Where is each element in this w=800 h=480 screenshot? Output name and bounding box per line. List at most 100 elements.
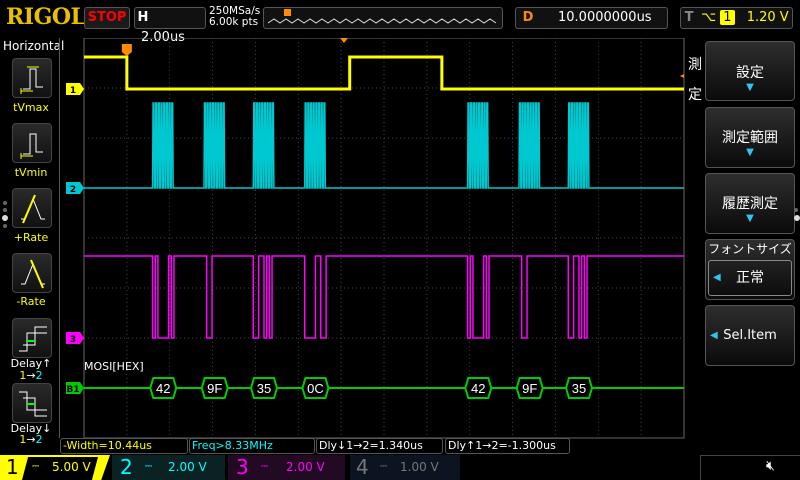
channel-4-tab[interactable]: 4 ⎓ 1.00 V bbox=[350, 455, 460, 480]
delay-fall-icon bbox=[19, 391, 47, 417]
bus-byte-value: 9F bbox=[207, 381, 222, 396]
trigger-source-badge: 1 bbox=[720, 10, 735, 25]
chevron-down-icon: ▼ bbox=[746, 213, 754, 224]
chevron-down-icon: ▼ bbox=[746, 147, 754, 158]
channel-1-scale: 5.00 V bbox=[52, 460, 91, 474]
bus-byte-frame bbox=[515, 377, 544, 399]
bus-byte-value: 42 bbox=[471, 381, 485, 396]
d-label: D bbox=[522, 10, 534, 25]
tvmax-button[interactable] bbox=[12, 58, 52, 98]
font-size-value: 正常 bbox=[736, 270, 764, 286]
falling-edge-icon: ⌥ bbox=[701, 10, 717, 25]
t-label: T bbox=[684, 10, 694, 25]
bus-byte-value: 35 bbox=[257, 381, 271, 396]
memory-waveform-icon bbox=[267, 9, 497, 24]
chevron-left-icon: ◀ bbox=[713, 272, 721, 283]
bus-byte-frame bbox=[464, 377, 493, 399]
bus-label: MOSI[HEX] bbox=[84, 360, 144, 373]
measurement-delay-fall[interactable]: Dly↓1→2=1.340us bbox=[316, 438, 443, 454]
range-button[interactable]: 測定範囲▼ bbox=[705, 107, 795, 168]
trigger-position-marker bbox=[284, 9, 291, 16]
rise-rate-button[interactable] bbox=[12, 188, 52, 228]
chevron-left-icon: ◀ bbox=[710, 330, 718, 341]
menu-page-indicator[interactable] bbox=[794, 208, 800, 221]
settings-button[interactable]: 設定▼ bbox=[705, 41, 795, 101]
rise-rate-label: +Rate bbox=[13, 231, 49, 244]
measurement-freq[interactable]: Freq>8.33MHz bbox=[189, 438, 315, 454]
memory-overview bbox=[263, 7, 503, 29]
sel-item-label: Sel.Item bbox=[723, 328, 777, 343]
channel-2-marker bbox=[66, 182, 84, 194]
delay-fall-sub: 1→2 bbox=[19, 433, 43, 446]
history-label: 履歴測定 bbox=[722, 196, 778, 212]
speaker-muted-icon[interactable]: 🔇︎ bbox=[766, 458, 775, 474]
trigger-level: 1.20 V bbox=[746, 10, 789, 25]
tvmin-label: tVmin bbox=[14, 166, 48, 179]
history-button[interactable]: 履歴測定▼ bbox=[705, 173, 795, 234]
channel-3-scale: 2.00 V bbox=[286, 460, 325, 474]
channel-4-number: 4 bbox=[356, 455, 369, 479]
bus-byte-frame bbox=[200, 377, 229, 399]
bus-byte-value: 35 bbox=[572, 381, 586, 396]
sound-area: 🔇︎ bbox=[700, 455, 800, 480]
tvmin-icon bbox=[20, 133, 43, 159]
channel-3-marker bbox=[66, 332, 84, 344]
bus-marker bbox=[66, 382, 84, 394]
page-indicator[interactable] bbox=[2, 198, 8, 231]
timebase-box[interactable]: H 2.00us bbox=[134, 7, 206, 45]
run-stop-status[interactable]: STOP bbox=[84, 7, 130, 29]
dc-coupling-icon: ⎓ bbox=[145, 462, 153, 472]
channel-2-number: 2 bbox=[120, 455, 133, 479]
fall-rate-label: -Rate bbox=[16, 295, 46, 308]
delay-rise-label: Delay↑ bbox=[10, 357, 52, 370]
channel-2-tab[interactable]: 2 ⎓ 2.00 V bbox=[112, 455, 225, 480]
bus-byte-frame bbox=[149, 377, 178, 399]
delay-center-marker bbox=[340, 38, 348, 43]
sel-item-button[interactable]: ◀ Sel.Item bbox=[705, 305, 795, 366]
tvmax-icon bbox=[20, 66, 43, 94]
channel-1-trace bbox=[84, 55, 684, 91]
bus-byte-value: 9F bbox=[522, 381, 537, 396]
bus-byte-value: 42 bbox=[156, 381, 170, 396]
tvmax-label: tVmax bbox=[13, 101, 49, 114]
tvmin-button[interactable] bbox=[12, 123, 52, 163]
trigger-box[interactable]: T ⌥ 1 1.20 V bbox=[680, 7, 793, 29]
memory-depth: 6.00k pts bbox=[209, 16, 259, 28]
waveform-display[interactable]: 42 9F 35 0C 42 9F 35 1 2 3B1 bbox=[60, 38, 690, 440]
delay-box[interactable]: D 10.0000000us bbox=[515, 7, 668, 29]
bus-byte-value: 0C bbox=[307, 381, 324, 396]
channel-2-marker-label: 2 bbox=[70, 185, 76, 195]
h-label: H bbox=[137, 10, 149, 25]
measurement-delay-rise[interactable]: Dly↑1→2=-1.300us bbox=[445, 438, 570, 454]
channel-3-number: 3 bbox=[236, 455, 249, 479]
dc-coupling-icon: ⎓ bbox=[32, 462, 40, 472]
dc-coupling-icon: ⎓ bbox=[380, 462, 388, 472]
channel-1-marker-label: 1 bbox=[70, 86, 76, 96]
delay-value: 10.0000000us bbox=[558, 10, 652, 25]
channel-1-marker bbox=[66, 83, 84, 95]
channel-3-marker-label: 3 bbox=[70, 335, 76, 345]
font-size-select[interactable]: ◀ 正常 bbox=[708, 260, 792, 296]
dc-coupling-icon: ⎓ bbox=[261, 462, 269, 472]
delay-rise-sub: 1→2 bbox=[19, 369, 43, 382]
channel-2-trace bbox=[84, 102, 684, 189]
range-label: 測定範囲 bbox=[722, 130, 778, 146]
bus-marker-label: B1 bbox=[66, 385, 79, 395]
fall-rate-button[interactable] bbox=[12, 253, 52, 293]
fall-rate-icon bbox=[21, 259, 45, 289]
font-size-label: フォントサイズ bbox=[708, 242, 792, 256]
channel-4-scale: 1.00 V bbox=[400, 460, 439, 474]
delay-rise-icon bbox=[19, 326, 47, 352]
channel-1-tab[interactable]: 1⎓5.00 V bbox=[0, 455, 110, 480]
right-menu-title: 測定 bbox=[688, 57, 702, 103]
bus-byte-frame bbox=[301, 377, 330, 399]
delay-fall-button[interactable] bbox=[12, 383, 52, 423]
channel-2-scale: 2.00 V bbox=[168, 460, 207, 474]
delay-rise-button[interactable] bbox=[12, 318, 52, 358]
measurement-neg-width[interactable]: -Width=10.44us bbox=[60, 438, 188, 454]
sample-rate: 250MSa/s bbox=[209, 5, 261, 17]
channel-3-tab[interactable]: 3 ⎓ 2.00 V bbox=[228, 455, 345, 480]
bus-byte-frame bbox=[564, 377, 594, 399]
settings-label: 設定 bbox=[736, 65, 764, 81]
